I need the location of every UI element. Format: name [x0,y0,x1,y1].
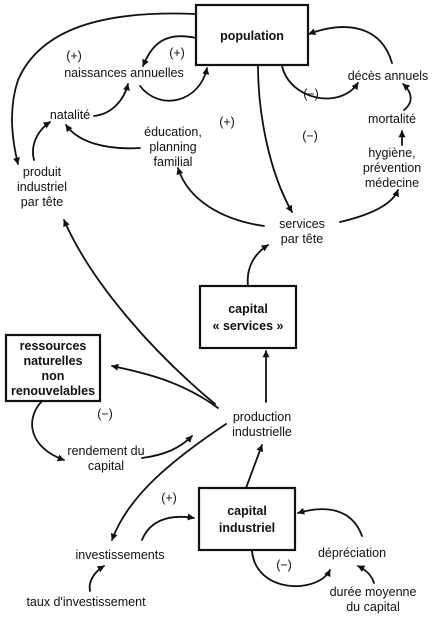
node-production-line-1: production [233,410,291,424]
node-depreciation-line: dépréciation [318,546,386,560]
node-naissances: naissances annuelles [64,66,184,80]
edge-capital-depreciation [251,550,331,588]
edge-ressources-rendement [31,400,65,462]
edge-produit-natalite [32,121,51,161]
node-services-par-tete: services par tête [279,217,325,246]
node-mortalite: mortalité [368,112,416,126]
sign-education: (+) [219,115,235,129]
node-capital-services-line-1: capital [228,302,268,316]
node-natalite-line: natalité [50,108,90,122]
edge-services-education [176,167,265,227]
node-capital-services-line-2: « services » [213,319,284,333]
node-production-line-2: industrielle [232,425,292,439]
capital-industriel-box [197,486,297,552]
edge-population-deces [281,65,359,100]
node-education-line-2: planning [149,140,196,154]
node-ressources-line-3: non [42,369,65,383]
node-education-line-1: éducation, [144,125,202,139]
node-produit: produit industriel par tête [17,165,67,209]
node-ressources-line-2: naturelles [23,354,82,368]
node-taux-line: taux d'investissement [26,595,146,609]
edge-duree-depreciation [357,565,375,584]
edge-production-investissements [110,423,227,541]
edge-rendement-production [141,435,193,459]
sign-deces: (−) [303,87,319,101]
edge-deces-population [308,26,393,64]
node-capital-services: capital « services » [213,302,284,333]
sign-population-birth: (+) [169,46,185,60]
edge-population-services [257,65,293,213]
node-naissances-line: naissances annuelles [64,66,184,80]
node-deces: décès annuels [348,69,429,83]
node-capital-industriel: capital industriel [219,504,275,535]
edge-capital-industriel-production [245,444,264,489]
node-rendement-line-2: capital [88,459,124,473]
capital-services-box [198,284,298,350]
node-investissements: investissements [76,548,165,562]
node-production: production industrielle [232,410,292,439]
node-hygiene: hygiène, prévention médecine [363,146,421,190]
edge-taux-investissements [88,565,105,592]
node-hygiene-line-2: prévention [363,161,421,175]
edge-investissements-capital [141,513,195,541]
edge-naissances-population [139,67,210,102]
edge-depreciation-capital [297,507,363,537]
node-duree-line-2: du capital [346,600,400,614]
node-education-line-3: familial [154,155,193,169]
edge-production-produit [63,219,216,405]
node-rendement-line-1: rendement du [67,444,144,458]
node-hygiene-line-1: hygiène, [368,146,415,160]
node-education: éducation, planning familial [144,125,202,169]
ressources-box [4,333,102,403]
edge-services-hygiene [339,189,399,223]
node-duree-line-1: durée moyenne [330,585,417,599]
node-services-line-1: services [279,217,325,231]
sign-services: (−) [302,129,318,143]
node-ressources: ressources naturelles non renouvelables [11,339,95,398]
node-produit-line-1: produit [23,165,62,179]
sign-ressources: (−) [97,407,113,421]
node-produit-line-2: industriel [17,180,67,194]
node-deces-line: décès annuels [348,69,429,83]
node-services-line-2: par tête [281,232,323,246]
edge-population-naissances [142,35,197,67]
node-investissements-line: investissements [76,548,165,562]
node-hygiene-line-3: médecine [365,176,419,190]
edge-production-ressources [111,363,219,409]
edge-population-produit [11,12,197,165]
node-capital-industriel-line-2: industriel [219,521,275,535]
node-population: population [220,29,284,43]
edge-mortalite-deces [402,83,412,111]
node-rendement: rendement du capital [67,444,144,473]
node-produit-line-3: par tête [21,195,63,209]
edge-natalite-naissances [93,83,130,117]
edge-capital-services-services [246,244,269,287]
node-capital-industriel-line-1: capital [227,504,267,518]
node-taux: taux d'investissement [26,595,146,609]
sign-depreciation: (−) [276,558,292,572]
node-ressources-line-4: renouvelables [11,384,95,398]
sign-investissements: (+) [161,491,177,505]
population-box [194,3,310,67]
node-duree: durée moyenne du capital [330,585,417,614]
node-ressources-line-1: ressources [20,339,87,353]
edge-education-natalite [65,124,141,150]
sign-naissances: (+) [66,49,82,63]
node-depreciation: dépréciation [318,546,386,560]
node-population-line: population [220,29,284,43]
node-natalite: natalité [50,108,90,122]
node-mortalite-line: mortalité [368,112,416,126]
